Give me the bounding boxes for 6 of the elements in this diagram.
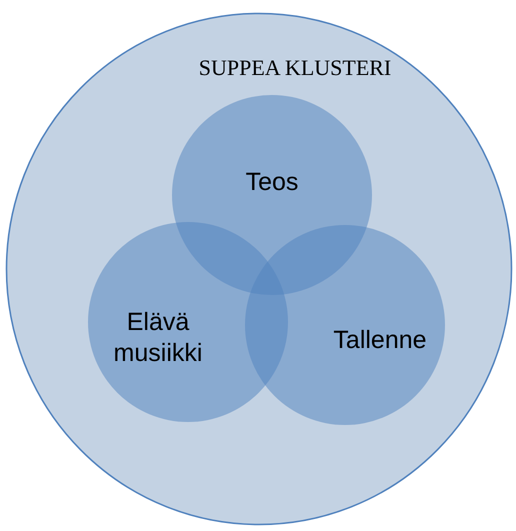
cluster-title: SUPPEA KLUSTERI [198, 54, 392, 82]
circle-label: Tallenne [332, 325, 428, 356]
circle-label: Teos [244, 167, 300, 198]
cluster-circle [5, 12, 513, 526]
venn-circle [245, 225, 445, 425]
circle-label: Elävä musiikki [112, 307, 204, 370]
